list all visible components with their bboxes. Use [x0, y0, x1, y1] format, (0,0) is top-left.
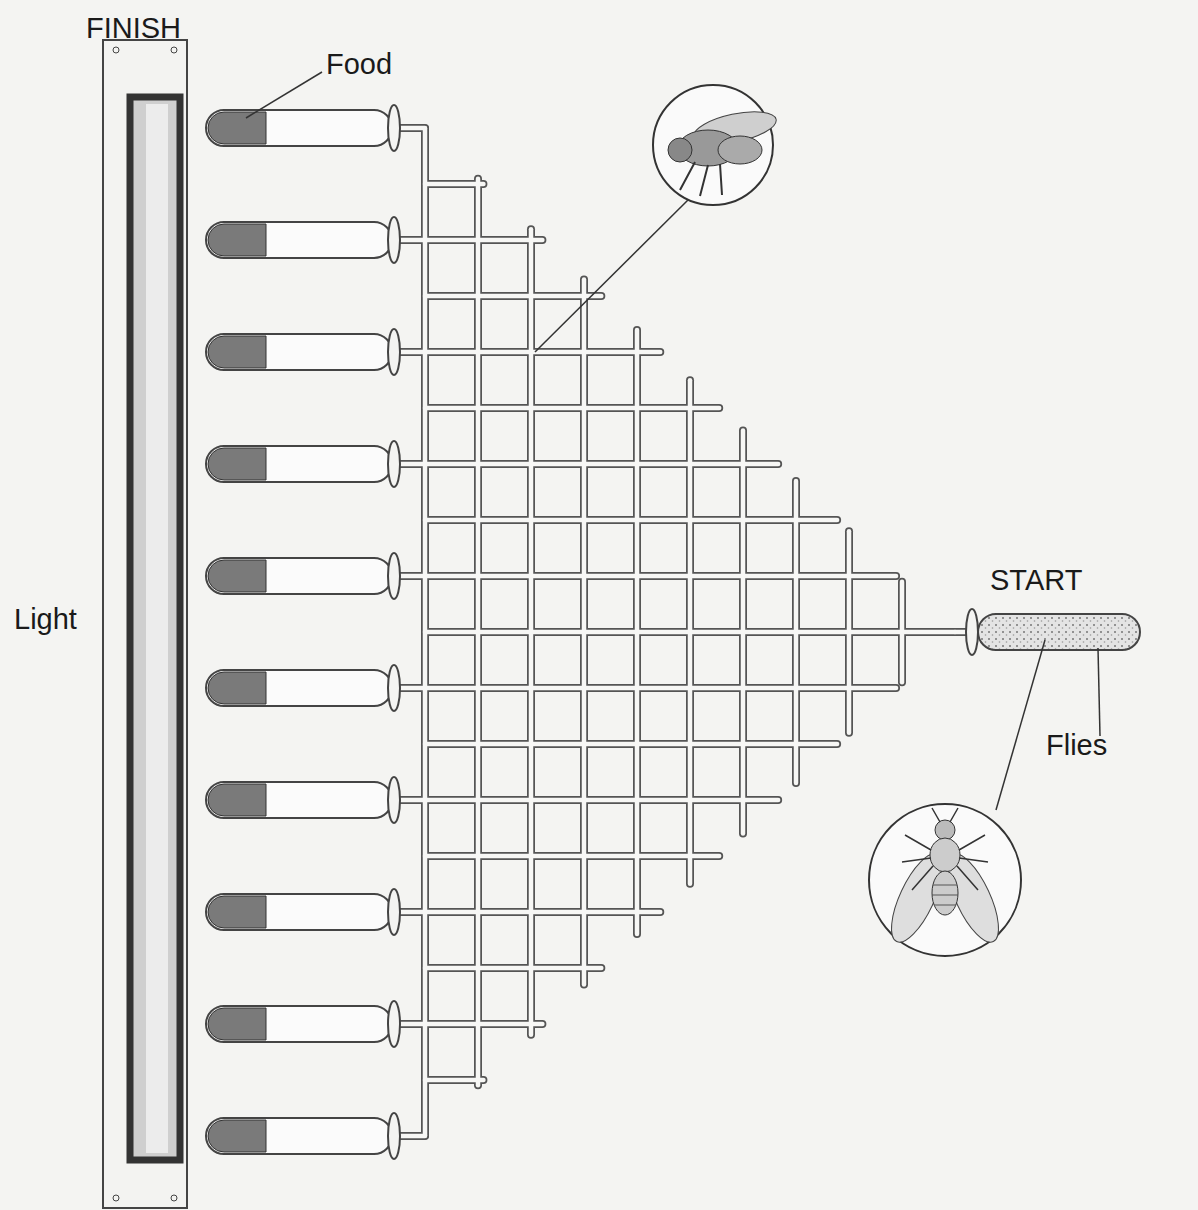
maze-channel — [529, 229, 534, 1035]
maze-channel — [425, 518, 837, 523]
maze-channel — [425, 182, 483, 187]
food — [208, 448, 266, 480]
maze-channel — [425, 238, 542, 243]
flies-label: Flies — [1046, 731, 1107, 760]
maze-channel — [425, 406, 719, 411]
maze-channel — [399, 572, 425, 580]
maze-channel — [955, 628, 966, 636]
maze-channel — [582, 280, 587, 985]
maze-channel — [399, 124, 425, 132]
food-tubes — [206, 105, 400, 1159]
maze-channel — [425, 236, 542, 244]
maze-channel — [425, 686, 896, 691]
food-tube — [206, 105, 400, 151]
maze-channel — [399, 684, 425, 692]
food-tube — [206, 1113, 400, 1159]
light-panel — [103, 40, 187, 1208]
food-tube — [206, 665, 400, 711]
food-tube — [206, 553, 400, 599]
food-tube — [206, 889, 400, 935]
maze-channel — [399, 908, 425, 916]
maze-channel — [425, 684, 896, 692]
maze-channel — [741, 431, 746, 834]
maze-channel — [399, 1134, 425, 1139]
maze-channel — [425, 404, 719, 412]
leader-line — [996, 640, 1045, 810]
maze-channel — [425, 854, 719, 859]
finish-label: FINISH — [86, 14, 181, 43]
food-tube — [206, 1001, 400, 1047]
maze-channel — [476, 179, 481, 1085]
light-label: Light — [14, 605, 77, 634]
light-frame — [130, 97, 180, 1160]
food — [208, 112, 266, 144]
maze-channel — [955, 630, 966, 635]
maze-channel — [399, 350, 425, 355]
food — [208, 1120, 266, 1152]
maze-channel — [423, 129, 428, 1136]
start-label: START — [990, 566, 1082, 595]
maze-channel — [425, 1020, 542, 1028]
maze-channel — [425, 572, 896, 580]
maze-channel — [399, 126, 425, 131]
maze-channel — [425, 742, 837, 747]
food-tube — [206, 217, 400, 263]
maze-channel — [425, 516, 837, 524]
maze-channel — [425, 350, 660, 355]
fly-top-view — [869, 804, 1021, 956]
food — [208, 896, 266, 928]
maze-channel — [399, 796, 425, 804]
food-tube — [206, 329, 400, 375]
maze-channel — [847, 531, 852, 732]
maze-channel — [425, 574, 896, 579]
leader-line — [246, 72, 322, 118]
fly-side-view — [653, 85, 779, 205]
maze-channel — [399, 348, 425, 356]
food-tube — [206, 441, 400, 487]
maze-channel — [399, 460, 425, 468]
maze-channel — [399, 1022, 425, 1027]
maze-channel — [425, 292, 601, 300]
maze-channel — [794, 481, 799, 783]
maze-channel — [425, 294, 601, 299]
food — [208, 672, 266, 704]
food-label: Food — [326, 50, 392, 79]
maze-channel — [399, 574, 425, 579]
maze-channel — [399, 1020, 425, 1028]
maze-channel — [425, 964, 601, 972]
leader-line — [535, 198, 690, 352]
start-tube — [966, 609, 1140, 655]
food-tube — [206, 777, 400, 823]
maze-channel — [399, 238, 425, 243]
maze-channel — [425, 966, 601, 971]
maze-tubes — [399, 128, 966, 1136]
maze-channel — [399, 1132, 425, 1140]
maze-channel — [425, 348, 660, 356]
maze-channel — [425, 852, 719, 860]
maze-channel — [399, 236, 425, 244]
maze-channel — [425, 740, 837, 748]
maze-channel — [900, 582, 905, 683]
food — [208, 336, 266, 368]
food — [208, 784, 266, 816]
maze-channel — [399, 686, 425, 691]
maze-channel — [425, 910, 660, 915]
maze-channel — [425, 908, 660, 916]
maze-channel — [425, 1078, 483, 1083]
maze-channel — [635, 330, 640, 934]
food — [208, 224, 266, 256]
food — [208, 1008, 266, 1040]
leader-line — [1098, 648, 1100, 736]
maze-channel — [399, 462, 425, 467]
food — [208, 560, 266, 592]
maze-channel — [688, 380, 693, 884]
maze-channel — [399, 798, 425, 803]
maze-channel — [425, 1022, 542, 1027]
maze-channel — [399, 910, 425, 915]
